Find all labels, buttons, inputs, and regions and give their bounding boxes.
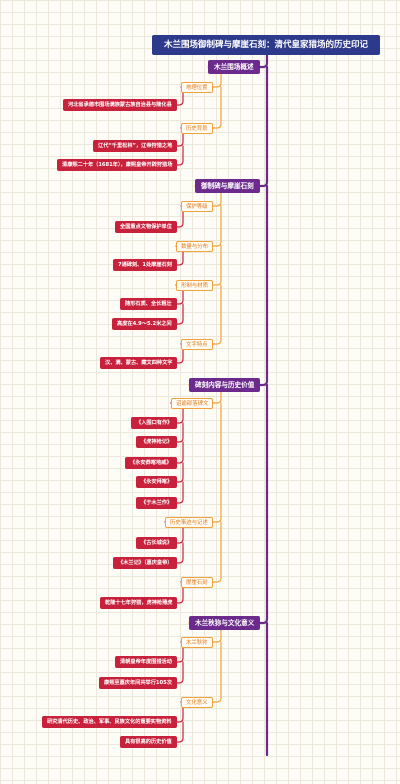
leaf-connector	[176, 127, 184, 147]
sub-form-material[interactable]: 形制与材质	[176, 279, 213, 291]
leaf-connector	[176, 661, 184, 684]
leaf-material[interactable]: 随形石质、全长粗壮	[120, 298, 177, 310]
leaf-four-scripts[interactable]: 汉、满、蒙古、藏文四种文字	[100, 357, 178, 369]
sub-connector	[212, 521, 222, 583]
leaf-connector	[176, 481, 184, 504]
leaf-connector	[176, 343, 184, 364]
sub-connector	[212, 641, 222, 703]
leaf-location[interactable]: 河北省承德市围场满族蒙古族自治县与隆化县	[63, 99, 177, 111]
sub-connector	[212, 622, 222, 643]
leaf-connector	[176, 521, 184, 544]
leaf-connector	[176, 542, 184, 564]
section-autumn-hunt[interactable]: 木兰秋狝与文化意义	[189, 616, 261, 630]
leaf-annual-hunt[interactable]: 清朝皇帝年度围猎活动	[115, 656, 177, 668]
leaf-connector	[176, 145, 184, 166]
sub-connector	[212, 402, 222, 523]
sub-location[interactable]: 地理位置	[181, 81, 213, 93]
sub-connector	[212, 205, 222, 247]
leaf-connector	[176, 641, 184, 663]
leaf-connector	[176, 581, 184, 604]
leaf-text-5[interactable]: 《于木兰作》	[136, 497, 178, 509]
leaf-connector	[176, 402, 184, 424]
section-overview[interactable]: 木兰围场概述	[208, 60, 260, 74]
leaf-mulan-record[interactable]: 《木兰记》（嘉庆皇帝）	[113, 557, 178, 569]
section-steles[interactable]: 御制碑与摩崖石刻	[195, 179, 260, 193]
leaf-research-value[interactable]: 研究清代历史、政治、军事、民族文化的重要实物资料	[42, 716, 177, 728]
leaf-connector	[176, 462, 184, 483]
leaf-stele-count[interactable]: 7通碑刻、1处摩崖石刻	[113, 259, 177, 271]
leaf-historical-value[interactable]: 具有很高的历史价值	[120, 736, 177, 748]
sub-history-background[interactable]: 历史背景	[181, 122, 213, 134]
leaf-connector	[176, 205, 184, 228]
sub-cultural-meaning[interactable]: 文化意义	[181, 696, 213, 708]
leaf-connector	[176, 303, 184, 325]
sub-connector	[212, 185, 222, 207]
leaf-105-times[interactable]: 康熙至嘉庆年间共举行105次	[99, 677, 177, 689]
trunk-connector	[258, 184, 269, 387]
leaf-liao-forest[interactable]: 辽代“千里松林”，辽帝狩猎之地	[93, 140, 178, 152]
leaf-connector	[176, 701, 184, 723]
leaf-connector	[176, 284, 184, 305]
sub-connector	[212, 245, 222, 286]
sub-connector	[212, 284, 222, 345]
sub-cliff-carving[interactable]: 摩崖石刻	[181, 576, 213, 588]
trunk-connector	[258, 65, 269, 188]
leaf-qianlong-hunt[interactable]: 乾隆十七年狩猎，虎神枪殪虎	[100, 597, 178, 609]
leaf-text-4[interactable]: 《永安拜喀》	[136, 476, 178, 488]
sub-mulan-hunt[interactable]: 木兰秋狝	[181, 636, 213, 648]
sub-edict-texts[interactable]: 诏谕部落碑文	[171, 397, 214, 409]
leaf-connector	[176, 245, 184, 266]
trunk-connector	[258, 53, 269, 69]
sub-protection-level[interactable]: 保护等级	[181, 200, 213, 212]
leaf-connector	[176, 441, 184, 464]
leaf-text-3[interactable]: 《永安莽喀地威》	[125, 457, 177, 469]
leaf-connector	[176, 721, 184, 743]
leaf-text-2[interactable]: 《虎神枪记》	[136, 436, 178, 448]
leaf-connector	[176, 86, 184, 106]
leaf-protection-unit[interactable]: 全国重点文物保护单位	[115, 221, 177, 233]
sub-text-features[interactable]: 文字特点	[181, 338, 213, 350]
sub-connector	[212, 384, 222, 404]
sub-historical-accounts[interactable]: 历史事迹与记述	[165, 516, 213, 528]
leaf-connector	[176, 422, 184, 443]
section-inscription-value[interactable]: 碑刻内容与历史价值	[189, 378, 261, 392]
leaf-great-wall[interactable]: 《古长城说》	[136, 537, 178, 549]
sub-connector	[212, 86, 222, 129]
sub-connector	[212, 66, 222, 88]
leaf-kangxi-founding[interactable]: 清康熙二十年（1681年），康熙皇帝开辟狩猎场	[57, 159, 178, 171]
leaf-text-1[interactable]: 《入围口有作》	[131, 417, 178, 429]
trunk-connector	[258, 383, 269, 625]
leaf-height[interactable]: 高度在4.9～5.2米之间	[112, 318, 177, 330]
sub-quantity-distribution[interactable]: 数量与分布	[176, 240, 213, 252]
root-title[interactable]: 木兰围场御制碑与摩崖石刻：清代皇家猎场的历史印记	[152, 35, 380, 55]
